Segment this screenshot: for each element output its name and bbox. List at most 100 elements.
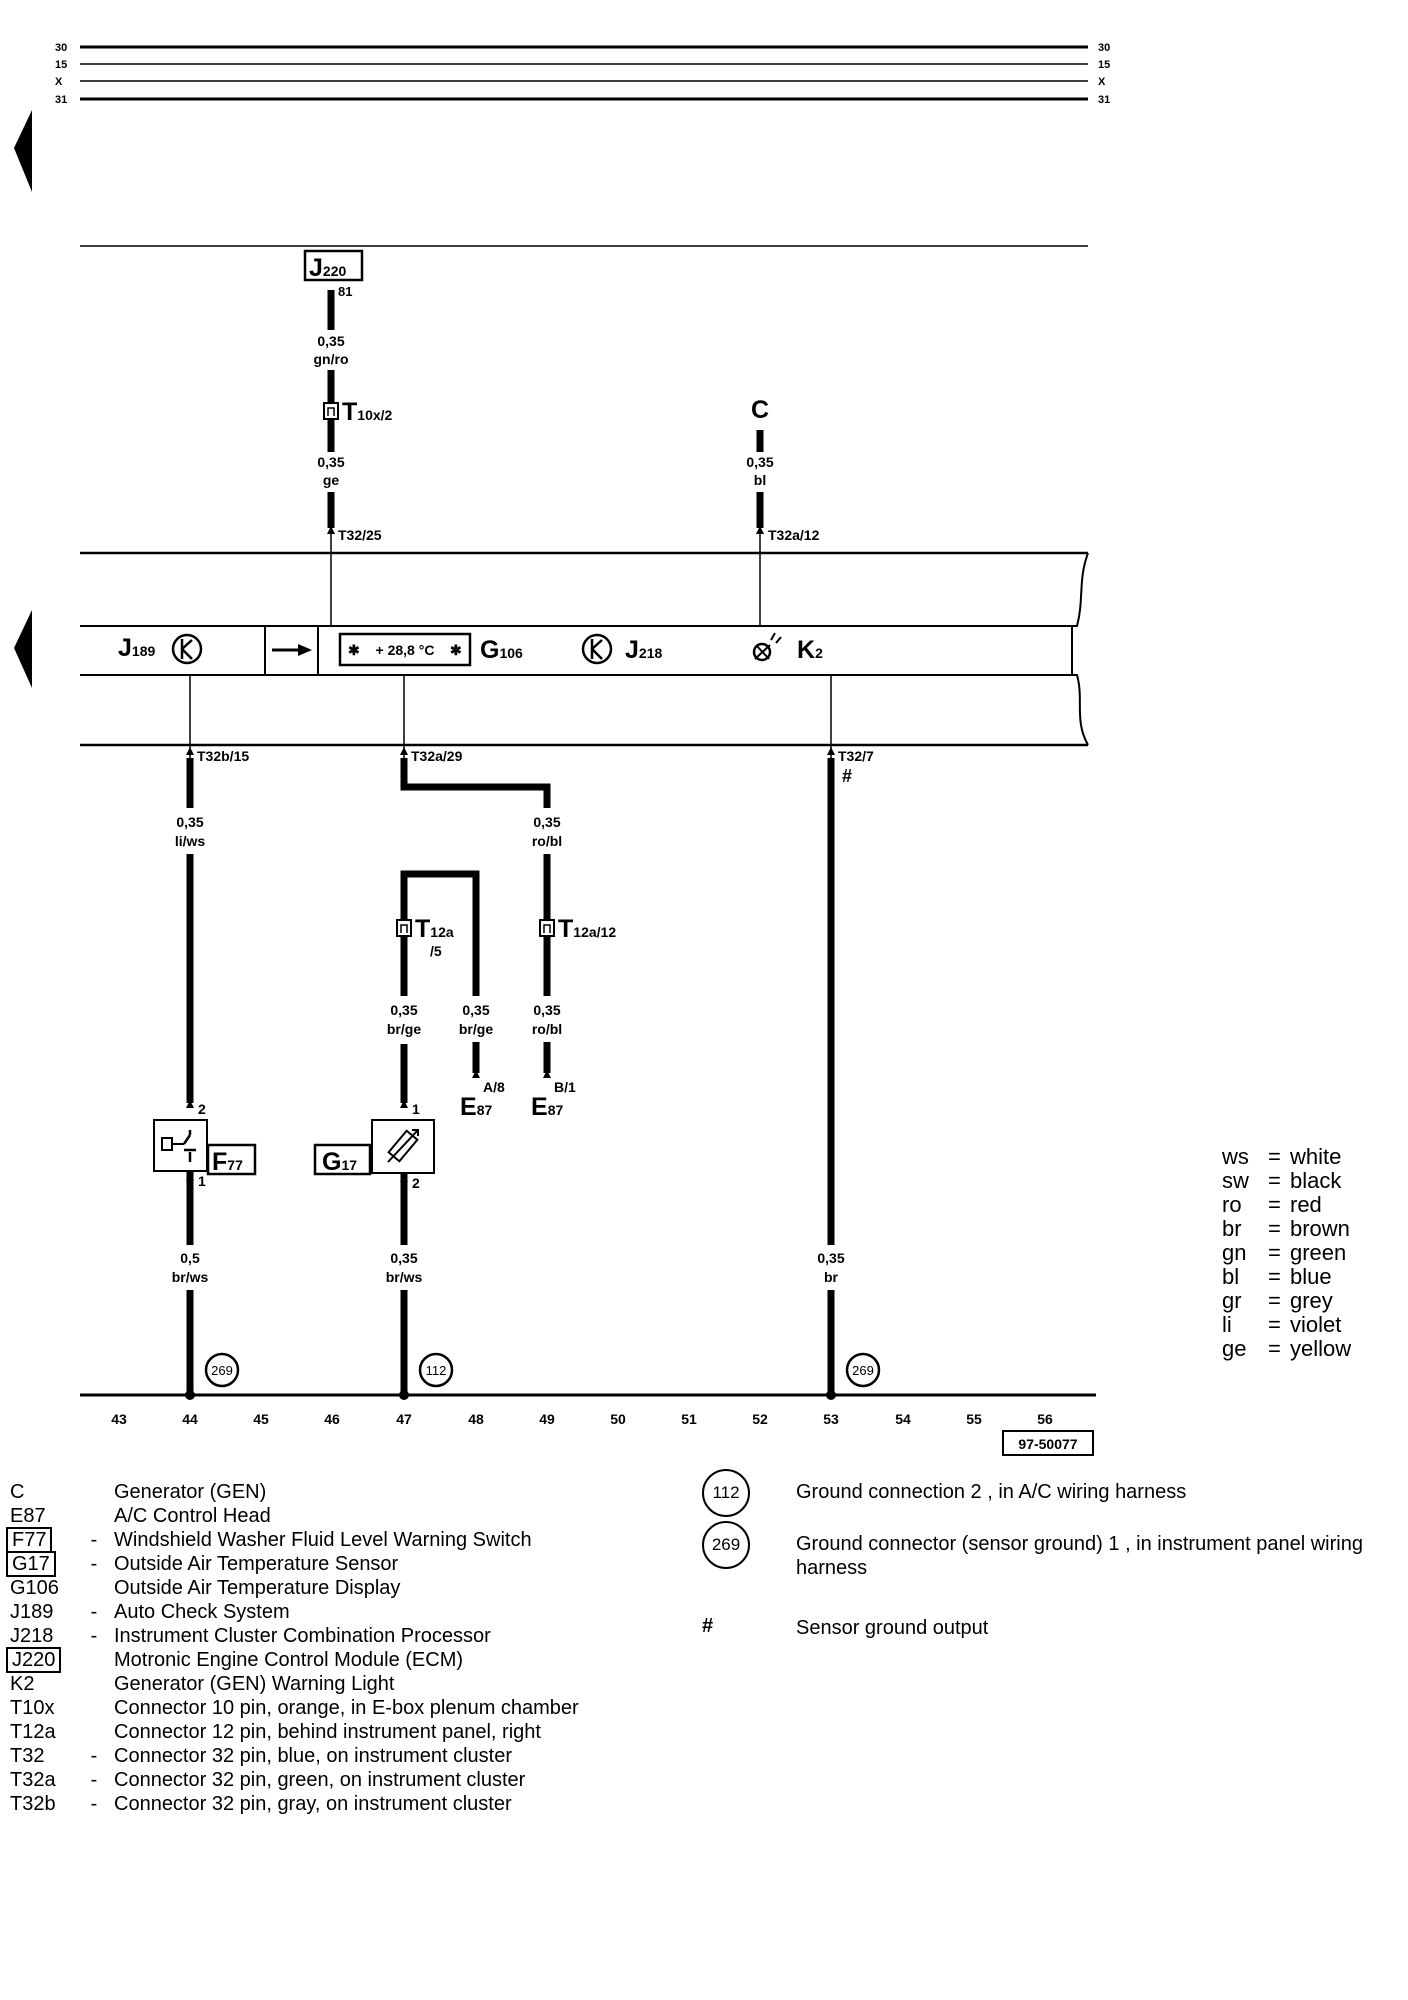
arrow-t32a-29-icon bbox=[400, 747, 408, 755]
svg-text:brown: brown bbox=[1290, 1216, 1350, 1241]
svg-text:54: 54 bbox=[895, 1411, 911, 1427]
wire-color-g17-top: br/ge bbox=[387, 1021, 421, 1037]
wire-color-k2: br bbox=[824, 1269, 839, 1285]
j220-pin: 81 bbox=[338, 284, 352, 299]
wire-color-g17-gnd: br/ws bbox=[386, 1269, 423, 1285]
t10x-label: T10x/2 bbox=[342, 398, 393, 426]
svg-text:blue: blue bbox=[1290, 1264, 1332, 1289]
connector-t32a-12: T32a/12 bbox=[768, 527, 820, 543]
ground-ref-269-b bbox=[845, 1352, 881, 1388]
ground-ref-269-b-label: 269 bbox=[852, 1363, 874, 1378]
wire-size-e87a: 0,35 bbox=[462, 1002, 489, 1018]
supply-bus: 30 15 X 31 30 15 X 31 bbox=[55, 42, 1110, 106]
j189-check-icon bbox=[171, 633, 203, 665]
f77-switch bbox=[153, 1119, 208, 1172]
position-numbers: 43 44 45 46 47 48 49 50 51 52 53 54 55 5… bbox=[111, 1411, 1053, 1427]
color-key: ws=white sw=black ro=red br=brown gn=gre… bbox=[1221, 1144, 1351, 1361]
svg-text:=: = bbox=[1268, 1288, 1281, 1313]
svg-text:=: = bbox=[1268, 1144, 1281, 1169]
arrow-f77-pin2-icon bbox=[186, 1100, 194, 1108]
bus-label-31-right: 31 bbox=[1098, 94, 1110, 106]
svg-text:=: = bbox=[1268, 1216, 1281, 1241]
wire-size-e87b: 0,35 bbox=[533, 1002, 560, 1018]
k2-warning-light-icon bbox=[752, 632, 782, 662]
wire-color-j189: li/ws bbox=[175, 833, 206, 849]
f77-pin-bot: 1 bbox=[198, 1173, 206, 1189]
ground-ref-269-a-label: 269 bbox=[211, 1363, 233, 1378]
bus-label-31: 31 bbox=[55, 94, 67, 106]
wire-g17-loop bbox=[400, 870, 480, 1073]
wire-size-j220-in: 0,35 bbox=[317, 454, 344, 470]
svg-text:violet: violet bbox=[1290, 1312, 1341, 1337]
svg-text:ws: ws bbox=[1221, 1144, 1249, 1169]
svg-text:56: 56 bbox=[1037, 1411, 1053, 1427]
svg-text:white: white bbox=[1289, 1144, 1341, 1169]
g106-display-box bbox=[338, 632, 472, 667]
wire-g106-route bbox=[400, 758, 551, 808]
ground-ref-112 bbox=[418, 1352, 454, 1388]
arrow-t32b-15-icon bbox=[186, 747, 194, 755]
left-arrow-icon bbox=[14, 110, 32, 192]
svg-text:50: 50 bbox=[610, 1411, 626, 1427]
svg-text:49: 49 bbox=[539, 1411, 555, 1427]
svg-text:45: 45 bbox=[253, 1411, 269, 1427]
wire-size-j189: 0,35 bbox=[176, 814, 203, 830]
wire-color-e87a: br/ge bbox=[459, 1021, 493, 1037]
wire-color-e87b: ro/bl bbox=[532, 1021, 562, 1037]
svg-text:yellow: yellow bbox=[1290, 1336, 1351, 1361]
ground-node-44 bbox=[185, 1390, 195, 1400]
g17-label-box bbox=[313, 1143, 372, 1176]
f77-pin-top: 2 bbox=[198, 1101, 206, 1117]
svg-text:green: green bbox=[1290, 1240, 1346, 1265]
e87-a-pin: A/8 bbox=[483, 1079, 505, 1095]
j220-label: J220 bbox=[309, 254, 346, 282]
wire-size-f77-gnd: 0,5 bbox=[180, 1250, 200, 1266]
svg-text:grey: grey bbox=[1290, 1288, 1333, 1313]
svg-text:44: 44 bbox=[182, 1411, 198, 1427]
t12a5-label: T12a bbox=[415, 915, 454, 943]
connector-t32-7: T32/7 bbox=[838, 748, 874, 764]
svg-text:red: red bbox=[1290, 1192, 1322, 1217]
t12a5-sub: /5 bbox=[430, 943, 442, 959]
ground-node-47 bbox=[399, 1390, 409, 1400]
instrument-cluster bbox=[80, 534, 1089, 747]
g17-pin-top: 1 bbox=[412, 1101, 420, 1117]
ground-note-text-112: Ground connection 2 , in A/C wiring harn… bbox=[796, 1481, 1187, 1503]
wire-color-c: bl bbox=[754, 472, 766, 488]
svg-text:51: 51 bbox=[681, 1411, 697, 1427]
j189-label: J189 bbox=[118, 634, 155, 662]
svg-text:=: = bbox=[1268, 1312, 1281, 1337]
bus-label-x: X bbox=[55, 76, 63, 88]
t12a5-connector-icon bbox=[396, 919, 412, 937]
ground-note-ref-112: 112 bbox=[702, 1469, 750, 1517]
ground-node-53 bbox=[826, 1390, 836, 1400]
e87-b-label: E87 bbox=[531, 1093, 563, 1121]
g106-display-value: + 28,8 °C bbox=[376, 642, 435, 658]
svg-text:bl: bl bbox=[1222, 1264, 1239, 1289]
arrow-e87a-icon bbox=[472, 1070, 480, 1078]
svg-text:46: 46 bbox=[324, 1411, 340, 1427]
wire-size-k2: 0,35 bbox=[817, 1250, 844, 1266]
t12a12-connector-icon bbox=[539, 919, 555, 937]
svg-text:br: br bbox=[1222, 1216, 1242, 1241]
svg-text:sw: sw bbox=[1222, 1168, 1249, 1193]
j218-check-icon bbox=[581, 633, 613, 665]
arrow-t32-7-icon bbox=[827, 747, 835, 755]
label-gap-g17 bbox=[392, 996, 416, 1044]
connector-t32a-29: T32a/29 bbox=[411, 748, 463, 764]
wire-size-g106: 0,35 bbox=[533, 814, 560, 830]
f77-label-box bbox=[206, 1143, 257, 1176]
wire-size-j220-out: 0,35 bbox=[317, 333, 344, 349]
c-label: C bbox=[751, 396, 769, 424]
wire-color-f77-gnd: br/ws bbox=[172, 1269, 209, 1285]
svg-text:53: 53 bbox=[823, 1411, 839, 1427]
e87-a-label: E87 bbox=[460, 1093, 492, 1121]
j220-box bbox=[303, 249, 364, 282]
g106-asterisk-right: ✱ bbox=[450, 642, 462, 658]
svg-text:black: black bbox=[1290, 1168, 1342, 1193]
ground-note-text-hash: Sensor ground output bbox=[796, 1617, 989, 1639]
svg-text:ge: ge bbox=[1222, 1336, 1246, 1361]
svg-text:gr: gr bbox=[1222, 1288, 1242, 1313]
svg-text:=: = bbox=[1268, 1264, 1281, 1289]
diagram-id: 97-50077 bbox=[1018, 1436, 1077, 1452]
